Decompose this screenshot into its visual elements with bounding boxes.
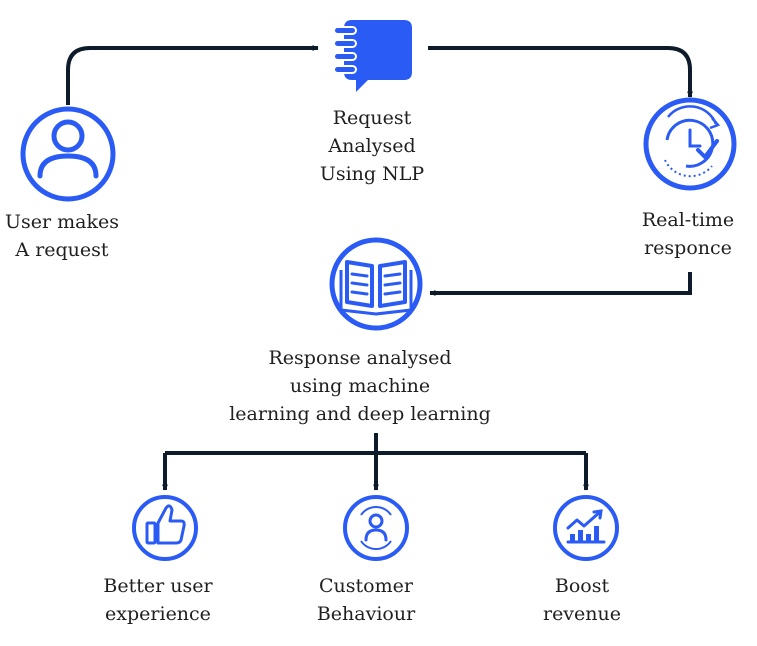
arrow-realtime-to-ml [429, 272, 692, 296]
label-line: Better user [103, 575, 213, 597]
user-icon [20, 106, 116, 202]
label-line: learning and deep learning [229, 403, 491, 425]
label-nlp-analysis: Request Analysed Using NLP [320, 104, 424, 188]
label-ml-analysis: Response analysed using machine learning… [229, 344, 491, 428]
label-line: User makes [5, 211, 119, 233]
growth-chart-icon [553, 495, 619, 561]
label-line: Analysed [328, 135, 416, 157]
label-user-request: User makes A request [5, 208, 119, 264]
label-line: responce [644, 237, 732, 259]
label-line: revenue [542, 603, 622, 625]
label-better-ux: Better user experience [103, 572, 212, 628]
label-realtime-response: Real-time responce [642, 206, 734, 262]
label-customer-behaviour: Customer Behaviour [317, 572, 415, 628]
label-line: Customer [319, 575, 413, 597]
connectors [66, 45, 693, 491]
label-boost-revenue: Boost revenue [543, 572, 621, 628]
arrow-nlp-to-realtime [428, 46, 693, 98]
label-line: Using NLP [319, 163, 425, 185]
arrow-user-to-nlp [66, 45, 319, 105]
label-line: Response analysed [268, 347, 452, 369]
clock-check-icon [643, 97, 737, 191]
thumbs-up-icon [132, 495, 198, 561]
label-line: experience [105, 603, 211, 625]
label-line: Request [332, 107, 412, 129]
label-line: using machine [289, 375, 431, 397]
label-line: A request [15, 239, 109, 261]
open-book-icon [329, 237, 423, 331]
chat-notebook-icon [333, 20, 412, 92]
label-line: Boost [554, 575, 610, 597]
label-line: Behaviour [316, 603, 416, 625]
label-line: Real-time [641, 209, 735, 231]
customer-cycle-icon [343, 495, 409, 561]
